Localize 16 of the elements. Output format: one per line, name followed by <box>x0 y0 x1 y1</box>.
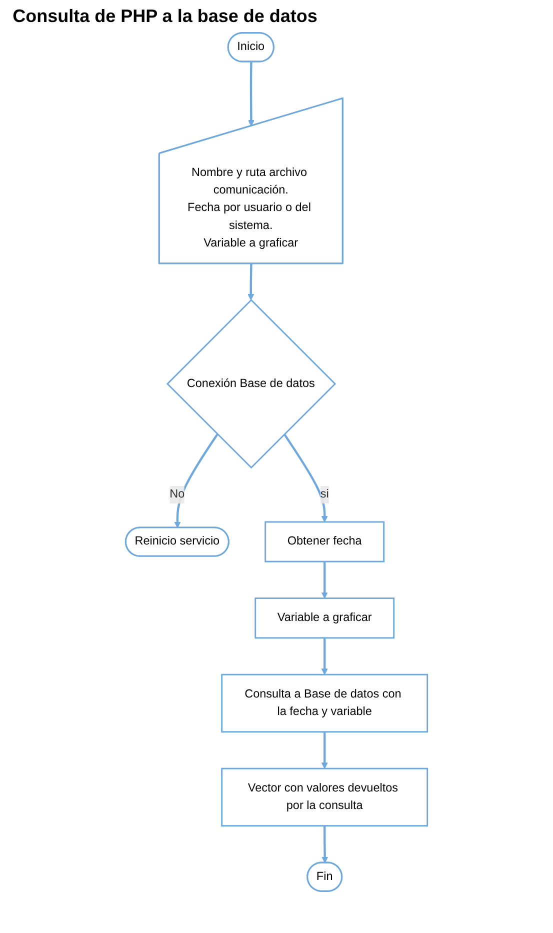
node-box: Obtener fecha <box>264 521 385 562</box>
arrow <box>248 62 254 126</box>
arrow <box>283 434 328 522</box>
node-diamond: Conexión Base de datos <box>166 299 336 469</box>
diagram-title: Consulta de PHP a la base de datos <box>12 6 318 27</box>
arrow <box>321 732 328 769</box>
node-box: Consulta a Base de datos con la fecha y variable <box>221 674 428 733</box>
edge-label: No <box>170 488 185 501</box>
arrow <box>248 264 254 300</box>
arrow <box>321 638 328 675</box>
arrow <box>321 562 328 599</box>
node-box: Vector con valores devueltos por la consulta <box>221 768 428 827</box>
node-box: Variable a graficar <box>254 598 395 639</box>
arrow <box>322 826 328 864</box>
arrow <box>174 434 218 528</box>
edge-label: si <box>320 488 329 501</box>
